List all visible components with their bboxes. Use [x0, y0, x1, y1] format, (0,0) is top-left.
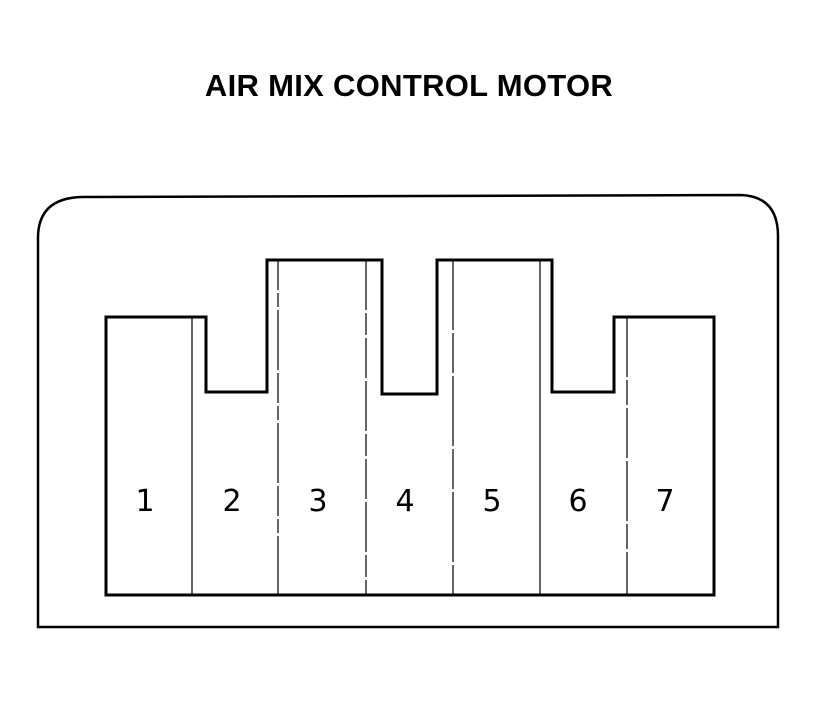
- pin-6-label: 6: [568, 484, 587, 519]
- pin-7-label: 7: [655, 484, 674, 519]
- terminal-cavity-outline: [104, 258, 716, 597]
- pin-dividers: [191, 260, 628, 595]
- pin-3-label: 3: [308, 484, 327, 519]
- pin-4-label: 4: [395, 484, 414, 519]
- pin-labels: 1 2 3 4 5 6 7: [135, 484, 674, 519]
- pin-2-label: 2: [222, 484, 241, 519]
- pin-1-label: 1: [135, 484, 154, 519]
- pin-5-label: 5: [482, 484, 501, 519]
- connector-housing: [36, 193, 780, 629]
- diagram-title: AIR MIX CONTROL MOTOR: [204, 68, 614, 103]
